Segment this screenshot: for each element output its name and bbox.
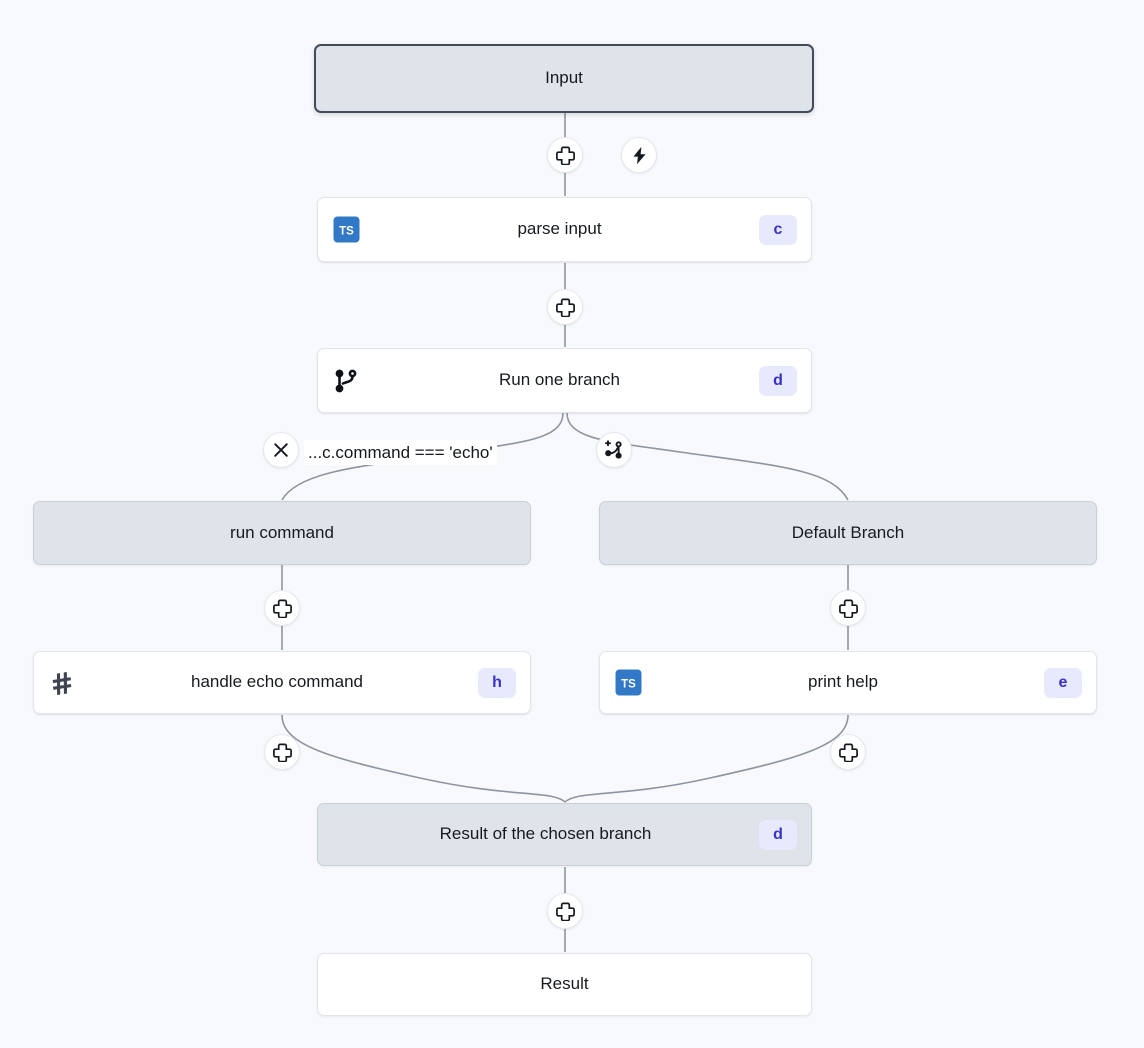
add-step-button[interactable]	[547, 893, 583, 929]
node-print-help-badge[interactable]: e	[1044, 667, 1082, 698]
add-step-button[interactable]	[264, 590, 300, 626]
plus-icon	[555, 902, 575, 921]
plus-icon	[555, 146, 575, 165]
git-branch-icon	[332, 367, 360, 395]
node-result-label: Result	[540, 974, 589, 994]
remove-branch-button[interactable]	[263, 432, 299, 468]
node-handle-echo-command-label: handle echo command	[190, 672, 363, 692]
close-icon	[272, 441, 290, 459]
node-parse-input[interactable]: TS parse input c	[317, 197, 812, 262]
add-step-button[interactable]	[547, 289, 583, 325]
node-result[interactable]: Result	[317, 953, 812, 1016]
svg-text:TS: TS	[339, 226, 354, 238]
node-default-branch[interactable]: Default Branch	[599, 501, 1097, 565]
add-step-button[interactable]	[830, 734, 866, 770]
node-result-of-chosen-branch[interactable]: Result of the chosen branch d	[317, 803, 812, 866]
add-branch-button[interactable]	[596, 432, 632, 468]
add-branch-icon	[603, 439, 625, 461]
node-print-help[interactable]: TS print help e	[599, 651, 1097, 714]
node-print-help-label: print help	[808, 672, 878, 692]
plus-icon	[555, 298, 575, 317]
lightning-icon	[630, 146, 649, 165]
add-step-button[interactable]	[264, 734, 300, 770]
node-run-one-branch-label: Run one branch	[499, 370, 620, 390]
node-default-branch-label: Default Branch	[791, 522, 905, 542]
svg-text:TS: TS	[621, 679, 636, 691]
edge-handle-echo-to-result	[281, 714, 566, 803]
bash-hash-icon	[48, 669, 76, 697]
node-result-of-chosen-branch-badge[interactable]: d	[759, 819, 797, 850]
plus-icon	[272, 743, 292, 762]
node-handle-echo-command-badge[interactable]: h	[478, 667, 516, 698]
edge-condition-label[interactable]: ...c.command === 'echo'	[304, 440, 497, 466]
add-step-button[interactable]	[830, 590, 866, 626]
typescript-icon: TS	[332, 216, 360, 244]
trigger-button[interactable]	[621, 137, 657, 173]
node-run-one-branch[interactable]: Run one branch d	[317, 348, 812, 413]
node-input[interactable]: Input	[314, 44, 814, 113]
edge-print-help-to-result	[564, 714, 849, 803]
plus-icon	[838, 599, 858, 618]
node-run-one-branch-badge[interactable]: d	[759, 365, 797, 396]
node-run-command[interactable]: run command	[33, 501, 531, 565]
node-run-command-label: run command	[230, 522, 334, 542]
add-step-button[interactable]	[547, 137, 583, 173]
node-result-of-chosen-branch-label: Result of the chosen branch	[439, 824, 652, 844]
node-handle-echo-command[interactable]: handle echo command h	[33, 651, 531, 714]
plus-icon	[272, 599, 292, 618]
node-input-label: Input	[545, 68, 583, 88]
typescript-icon: TS	[614, 669, 642, 697]
plus-icon	[838, 743, 858, 762]
node-parse-input-badge[interactable]: c	[759, 214, 797, 245]
node-parse-input-label: parse input	[517, 219, 602, 239]
